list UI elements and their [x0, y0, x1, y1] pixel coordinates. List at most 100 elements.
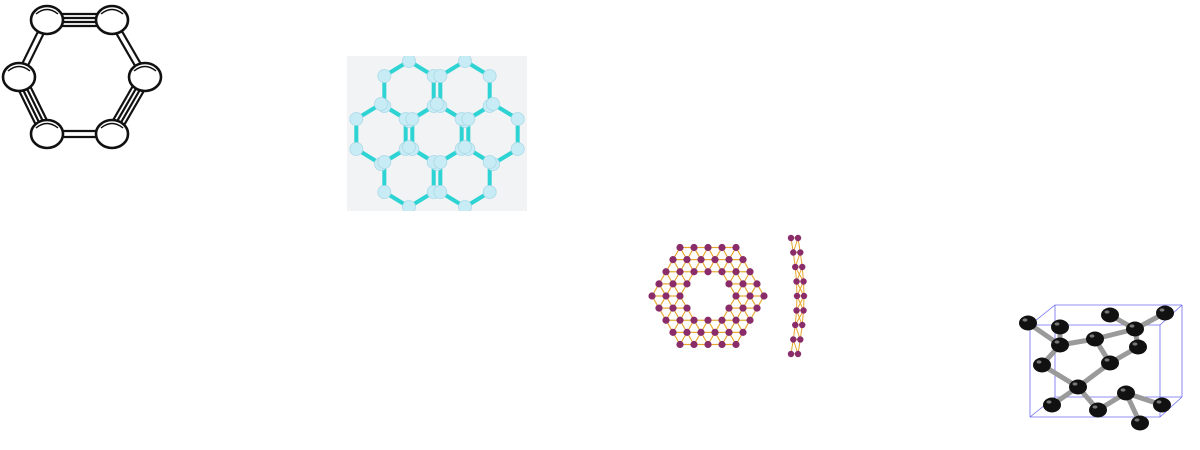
boron-atom — [732, 292, 740, 300]
carbon-atom — [377, 155, 392, 169]
boron-atom — [797, 249, 804, 256]
boron-atom — [662, 268, 670, 276]
boron-atom — [690, 243, 698, 252]
carbon-atom — [377, 185, 392, 199]
boron-atom — [760, 292, 768, 300]
boron-atom — [683, 280, 691, 288]
atom-highlight — [1129, 324, 1135, 328]
atom-highlight — [1092, 405, 1098, 409]
carbon-atom — [430, 97, 444, 111]
cyclocarbon-ring-diagram — [1, 4, 163, 150]
atom-highlight — [1036, 360, 1042, 364]
atom-highlight — [7, 65, 31, 72]
carbon-atom — [1069, 379, 1087, 395]
carbon-atom — [510, 112, 525, 126]
carbon-atom — [486, 97, 500, 111]
boron-atom — [799, 321, 806, 329]
boron-atom — [690, 268, 698, 276]
boron-atom — [799, 263, 806, 271]
atom-highlight — [1120, 388, 1126, 392]
boron-atom — [690, 316, 698, 324]
boron-atom — [739, 304, 747, 312]
carbon-atom — [433, 69, 448, 83]
boron-atom — [794, 234, 802, 242]
carbon-atom — [405, 112, 420, 126]
carbon-atom — [458, 140, 472, 154]
carbon-atom — [402, 140, 416, 154]
carbon-atom — [1126, 321, 1144, 337]
boron-atom — [800, 307, 807, 314]
atom-highlight — [1156, 400, 1162, 404]
boron-atom — [676, 292, 684, 300]
carbon-atom — [374, 97, 388, 111]
atom-highlight — [1072, 382, 1078, 386]
boron-atom — [669, 328, 677, 336]
carbon-atom — [1101, 307, 1119, 323]
boron-atom — [746, 268, 754, 276]
borophene-cluster-diagram — [648, 234, 808, 358]
graphene-lattice-diagram — [347, 56, 527, 211]
boron-atom — [711, 328, 719, 336]
boron-atom — [697, 328, 705, 336]
boron-atom — [711, 256, 719, 264]
boron-atom — [655, 280, 663, 288]
carbon-atom — [1033, 357, 1051, 373]
boron-atom — [676, 316, 684, 324]
carbon-atom — [349, 112, 364, 126]
boron-atom — [794, 350, 802, 358]
carbon-atom — [1153, 397, 1171, 413]
boron-atom — [793, 292, 801, 300]
carbon-atom — [349, 142, 364, 156]
carbon-atom — [458, 200, 472, 211]
boron-atom — [790, 336, 797, 343]
boron-atom — [669, 256, 677, 264]
boron-atom — [683, 304, 691, 312]
atom-highlight — [1132, 342, 1138, 346]
boron-atom — [683, 328, 691, 336]
boron-atom — [676, 340, 684, 349]
boron-atom — [655, 304, 663, 312]
boron-atom — [792, 321, 799, 329]
carbon-atom — [433, 185, 448, 199]
carbon-atom — [1019, 315, 1037, 331]
carbon-atom — [29, 4, 65, 36]
boron-atom — [669, 280, 677, 288]
boron-atom — [732, 316, 740, 324]
boron-atom — [676, 268, 684, 276]
boron-atom — [725, 328, 733, 336]
boron-atom — [800, 292, 808, 300]
carbon-atom — [482, 185, 497, 199]
boron-atom — [704, 243, 712, 252]
atom-highlight — [1134, 418, 1140, 422]
boron-atom — [753, 304, 761, 312]
carbon-atom — [1101, 355, 1119, 371]
atom-highlight — [1089, 334, 1095, 338]
boron-atom — [683, 256, 691, 264]
boron-atom — [739, 256, 747, 264]
boron-atom — [732, 268, 740, 276]
atom-highlight — [1104, 310, 1110, 314]
carbon-atom — [1086, 331, 1104, 347]
boron-atom — [739, 328, 747, 336]
boron-atom — [704, 268, 712, 276]
carbon-atom — [1129, 339, 1147, 355]
boron-atom — [697, 256, 705, 264]
boron-atom — [648, 292, 656, 300]
carbon-atom — [402, 200, 416, 211]
carbon-atom — [1131, 415, 1149, 431]
boron-atom — [787, 234, 795, 242]
boron-atom — [792, 263, 799, 271]
boron-atom — [797, 336, 804, 343]
carbon-atom — [94, 118, 130, 150]
boron-atom — [746, 292, 754, 300]
atom-highlight — [133, 65, 157, 72]
carbon-atom — [29, 118, 65, 150]
diamond-unit-cell-diagram — [1019, 304, 1183, 431]
carbon-atom — [461, 112, 476, 126]
boron-atom — [793, 307, 800, 314]
carbon-atom — [482, 69, 497, 83]
boron-atom — [718, 340, 726, 349]
boron-atom — [746, 316, 754, 324]
carbon-atom — [1043, 397, 1061, 413]
carbon-atom — [482, 155, 497, 169]
